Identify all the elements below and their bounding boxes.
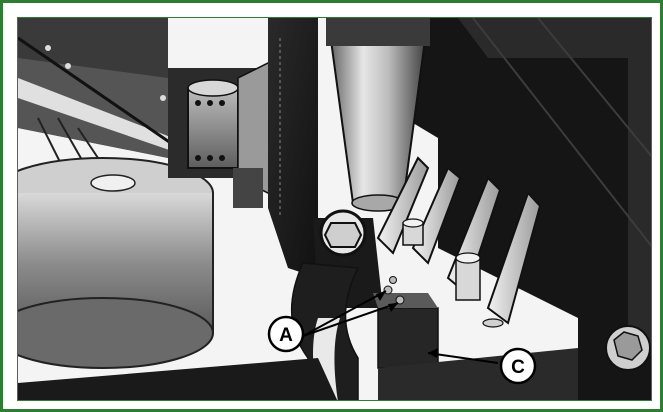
main-frame-plate (268, 18, 318, 278)
callout-c: C (499, 347, 537, 385)
callout-leaders (302, 290, 499, 364)
illustration-panel: A C (17, 17, 652, 401)
callout-a: A (267, 315, 305, 353)
left-drum-wheel (18, 157, 214, 369)
machine-illustration: A C (18, 18, 651, 400)
callout-a-label: A (279, 325, 293, 346)
fin-bolts (402, 218, 504, 328)
right-frame (388, 18, 651, 400)
callout-c-label: C (511, 357, 525, 378)
gusset-plates (376, 156, 542, 325)
frame-bolt (605, 325, 651, 371)
mount-block (373, 276, 439, 369)
